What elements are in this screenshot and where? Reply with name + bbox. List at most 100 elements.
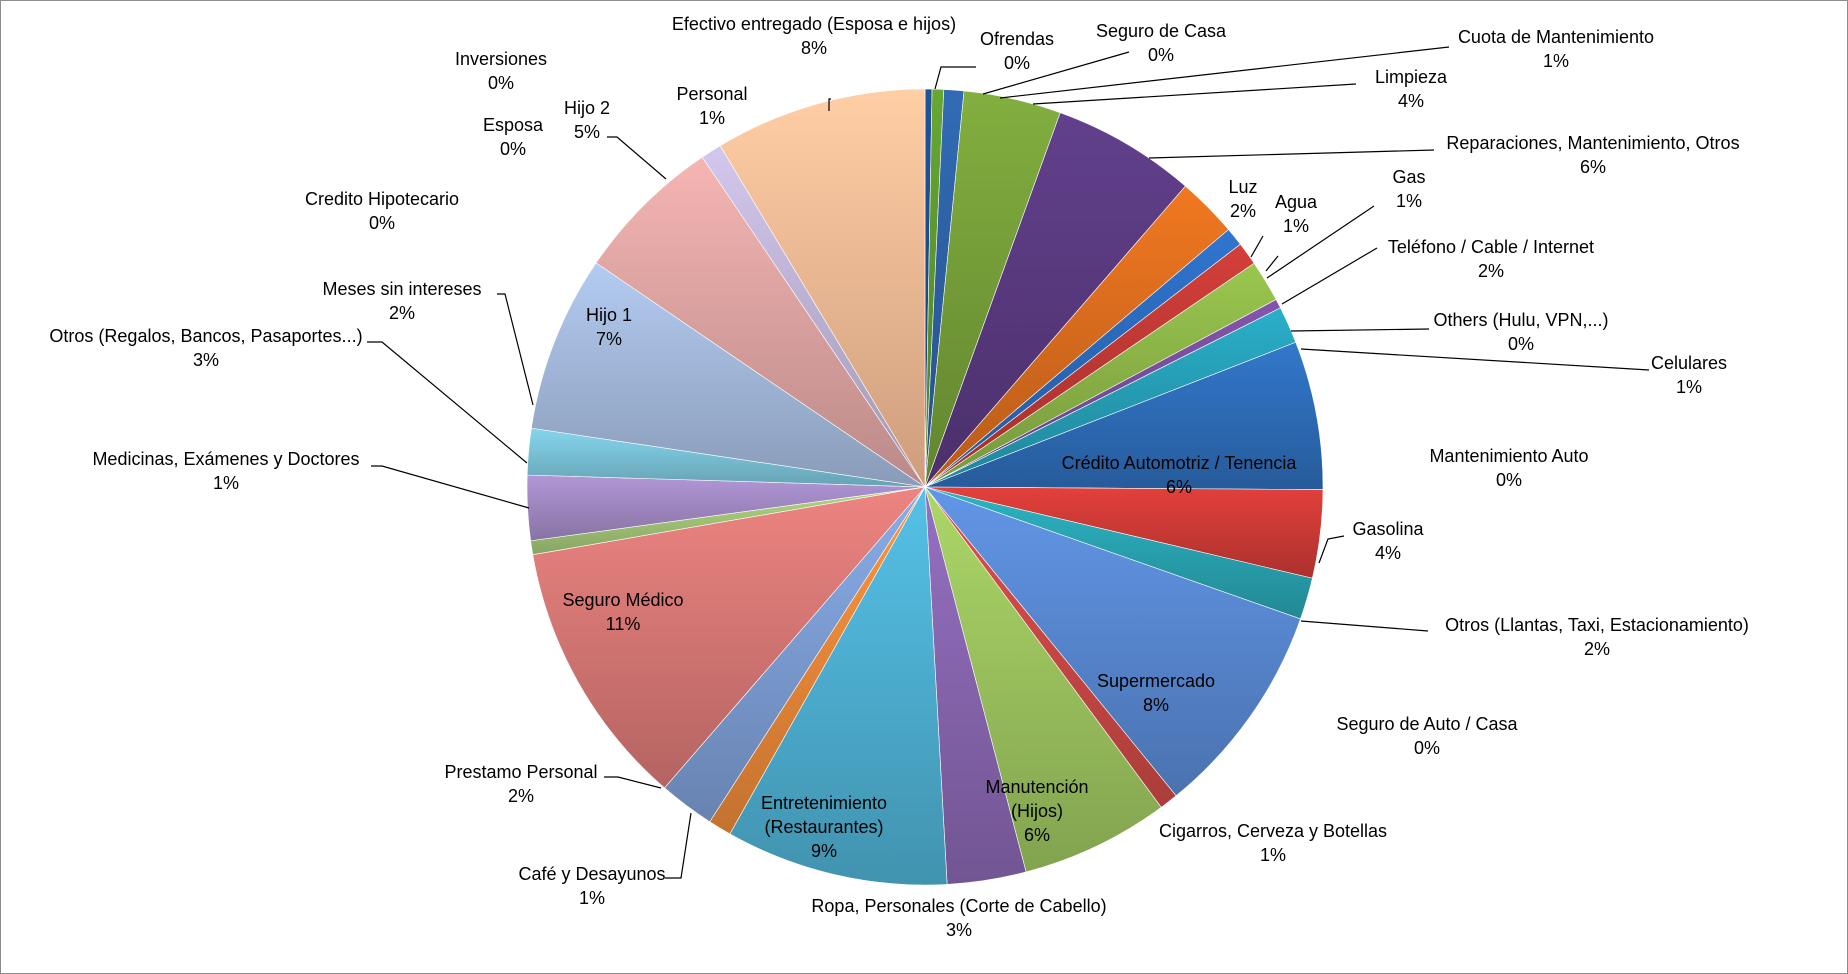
leader-line [607,136,667,180]
slice-name-label: Efectivo entregado (Esposa e hijos) [672,14,956,34]
leader-line [1032,83,1357,105]
slice-name-label: Mantenimiento Auto [1429,446,1588,466]
pie-slice [531,262,926,488]
leader-line [1148,149,1435,159]
slice-percent-label: 0% [1496,470,1522,490]
leader-line [371,465,530,509]
slice-name-label: Teléfono / Cable / Internet [1388,237,1594,257]
slice-name-label: Seguro de Casa [1096,21,1227,41]
slice-name-label: Supermercado [1097,671,1215,691]
slice-percent-label: 0% [1148,45,1174,65]
slice-name-label: Entretenimiento [761,793,887,813]
slice-name-label: Seguro de Auto / Casa [1336,714,1518,734]
slice-percent-label: 2% [1478,261,1504,281]
slice-name-label: Celulares [1651,353,1727,373]
slice-name-label: Personal [676,84,747,104]
slice-name-label: Reparaciones, Mantenimiento, Otros [1446,133,1739,153]
slice-percent-label: 2% [389,303,415,323]
leader-line [828,98,831,111]
slice-percent-label: 6% [1166,477,1192,497]
leader-line [999,46,1450,99]
slice-percent-label: 2% [1584,639,1610,659]
slice-percent-label: 4% [1398,91,1424,111]
leader-line [1318,535,1345,564]
leader-line [1300,348,1650,371]
slice-name-label: Gas [1392,167,1425,187]
slice-name-label: Café y Desayunos [518,864,665,884]
pie-slice [719,88,926,489]
slice-name-label-line2: (Hijos) [1011,801,1063,821]
slice-name-label: Hijo 1 [586,305,632,325]
slice-percent-label: 8% [801,38,827,58]
pie-slice [595,156,926,488]
slice-name-label: Hijo 2 [564,98,610,118]
leader-line [1290,328,1430,332]
slice-name-label: Ofrendas [980,29,1054,49]
slice-percent-label: 6% [1024,825,1050,845]
leader-line [1281,247,1378,305]
slice-percent-label: 8% [1143,695,1169,715]
slice-name-label: Manutención [985,777,1088,797]
leader-line [665,812,692,879]
slice-name-label: Limpieza [1375,67,1448,87]
slice-percent-label: 0% [1508,334,1534,354]
slice-name-label: Ropa, Personales (Corte de Cabello) [811,896,1106,916]
slice-name-label: Crédito Automotriz / Tenencia [1062,453,1298,473]
slice-percent-label: 1% [1543,51,1569,71]
slice-percent-label: 7% [596,329,622,349]
pie-slice [729,485,948,886]
slice-name-label: Cuota de Mantenimiento [1458,27,1654,47]
slice-name-label: Others (Hulu, VPN,...) [1433,310,1608,330]
slice-name-label: Otros (Llantas, Taxi, Estacionamiento) [1445,615,1749,635]
pie-slice [532,486,926,789]
leader-lines [367,46,1650,879]
slice-name-label: Medicinas, Exámenes y Doctores [92,449,359,469]
slice-percent-label: 1% [579,888,605,908]
leader-line [1265,255,1279,272]
slice-percent-label: 1% [1396,191,1422,211]
leader-line [604,776,662,789]
slice-percent-label: 1% [1676,377,1702,397]
slice-percent-label: 2% [508,786,534,806]
slice-percent-label: 1% [699,108,725,128]
pie-slice [924,486,1162,873]
slice-percent-label: 1% [1260,845,1286,865]
slice-name-label: Agua [1275,192,1318,212]
slice-name-label: Esposa [483,115,544,135]
slice-labels: Ofrendas 0% Seguro de Casa 0% Cuota de Mante… [49,14,1748,940]
slice-percent-label: 1% [213,473,239,493]
slice-percent-label: 3% [193,350,219,370]
pie-slice [924,486,1301,797]
slice-name-label: Prestamo Personal [444,762,597,782]
slice-name-label: Luz [1228,177,1257,197]
leader-line [367,341,528,464]
slice-percent-label: 4% [1375,543,1401,563]
slice-name-label: Credito Hipotecario [305,189,459,209]
slice-name-label: Cigarros, Cerveza y Botellas [1159,821,1387,841]
leader-line [982,51,1130,95]
slice-percent-label: 0% [1414,738,1440,758]
slice-percent-label: 3% [946,920,972,940]
slice-percent-label: 1% [1283,216,1309,236]
slice-percent-label: 0% [369,213,395,233]
slice-percent-label: 0% [1004,53,1030,73]
leader-line [1250,235,1264,258]
slice-percent-label: 0% [500,139,526,159]
pie-slice [924,112,1186,488]
pie-slices [526,88,1324,886]
pie-slice [924,341,1324,490]
slice-name-label: Meses sin intereses [322,279,481,299]
slice-percent-label: 11% [606,614,641,634]
slice-name-label: Seguro Médico [562,590,683,610]
slice-name-label-line2: (Restaurantes) [764,817,883,837]
slice-percent-label: 0% [488,73,514,93]
slice-percent-label: 5% [574,122,600,142]
leader-line [934,66,976,90]
slice-percent-label: 9% [811,841,837,861]
leader-line [1266,205,1375,279]
slice-percent-label: 2% [1230,201,1256,221]
slice-name-label: Otros (Regalos, Bancos, Pasaportes...) [49,326,362,346]
leader-line [497,293,534,406]
